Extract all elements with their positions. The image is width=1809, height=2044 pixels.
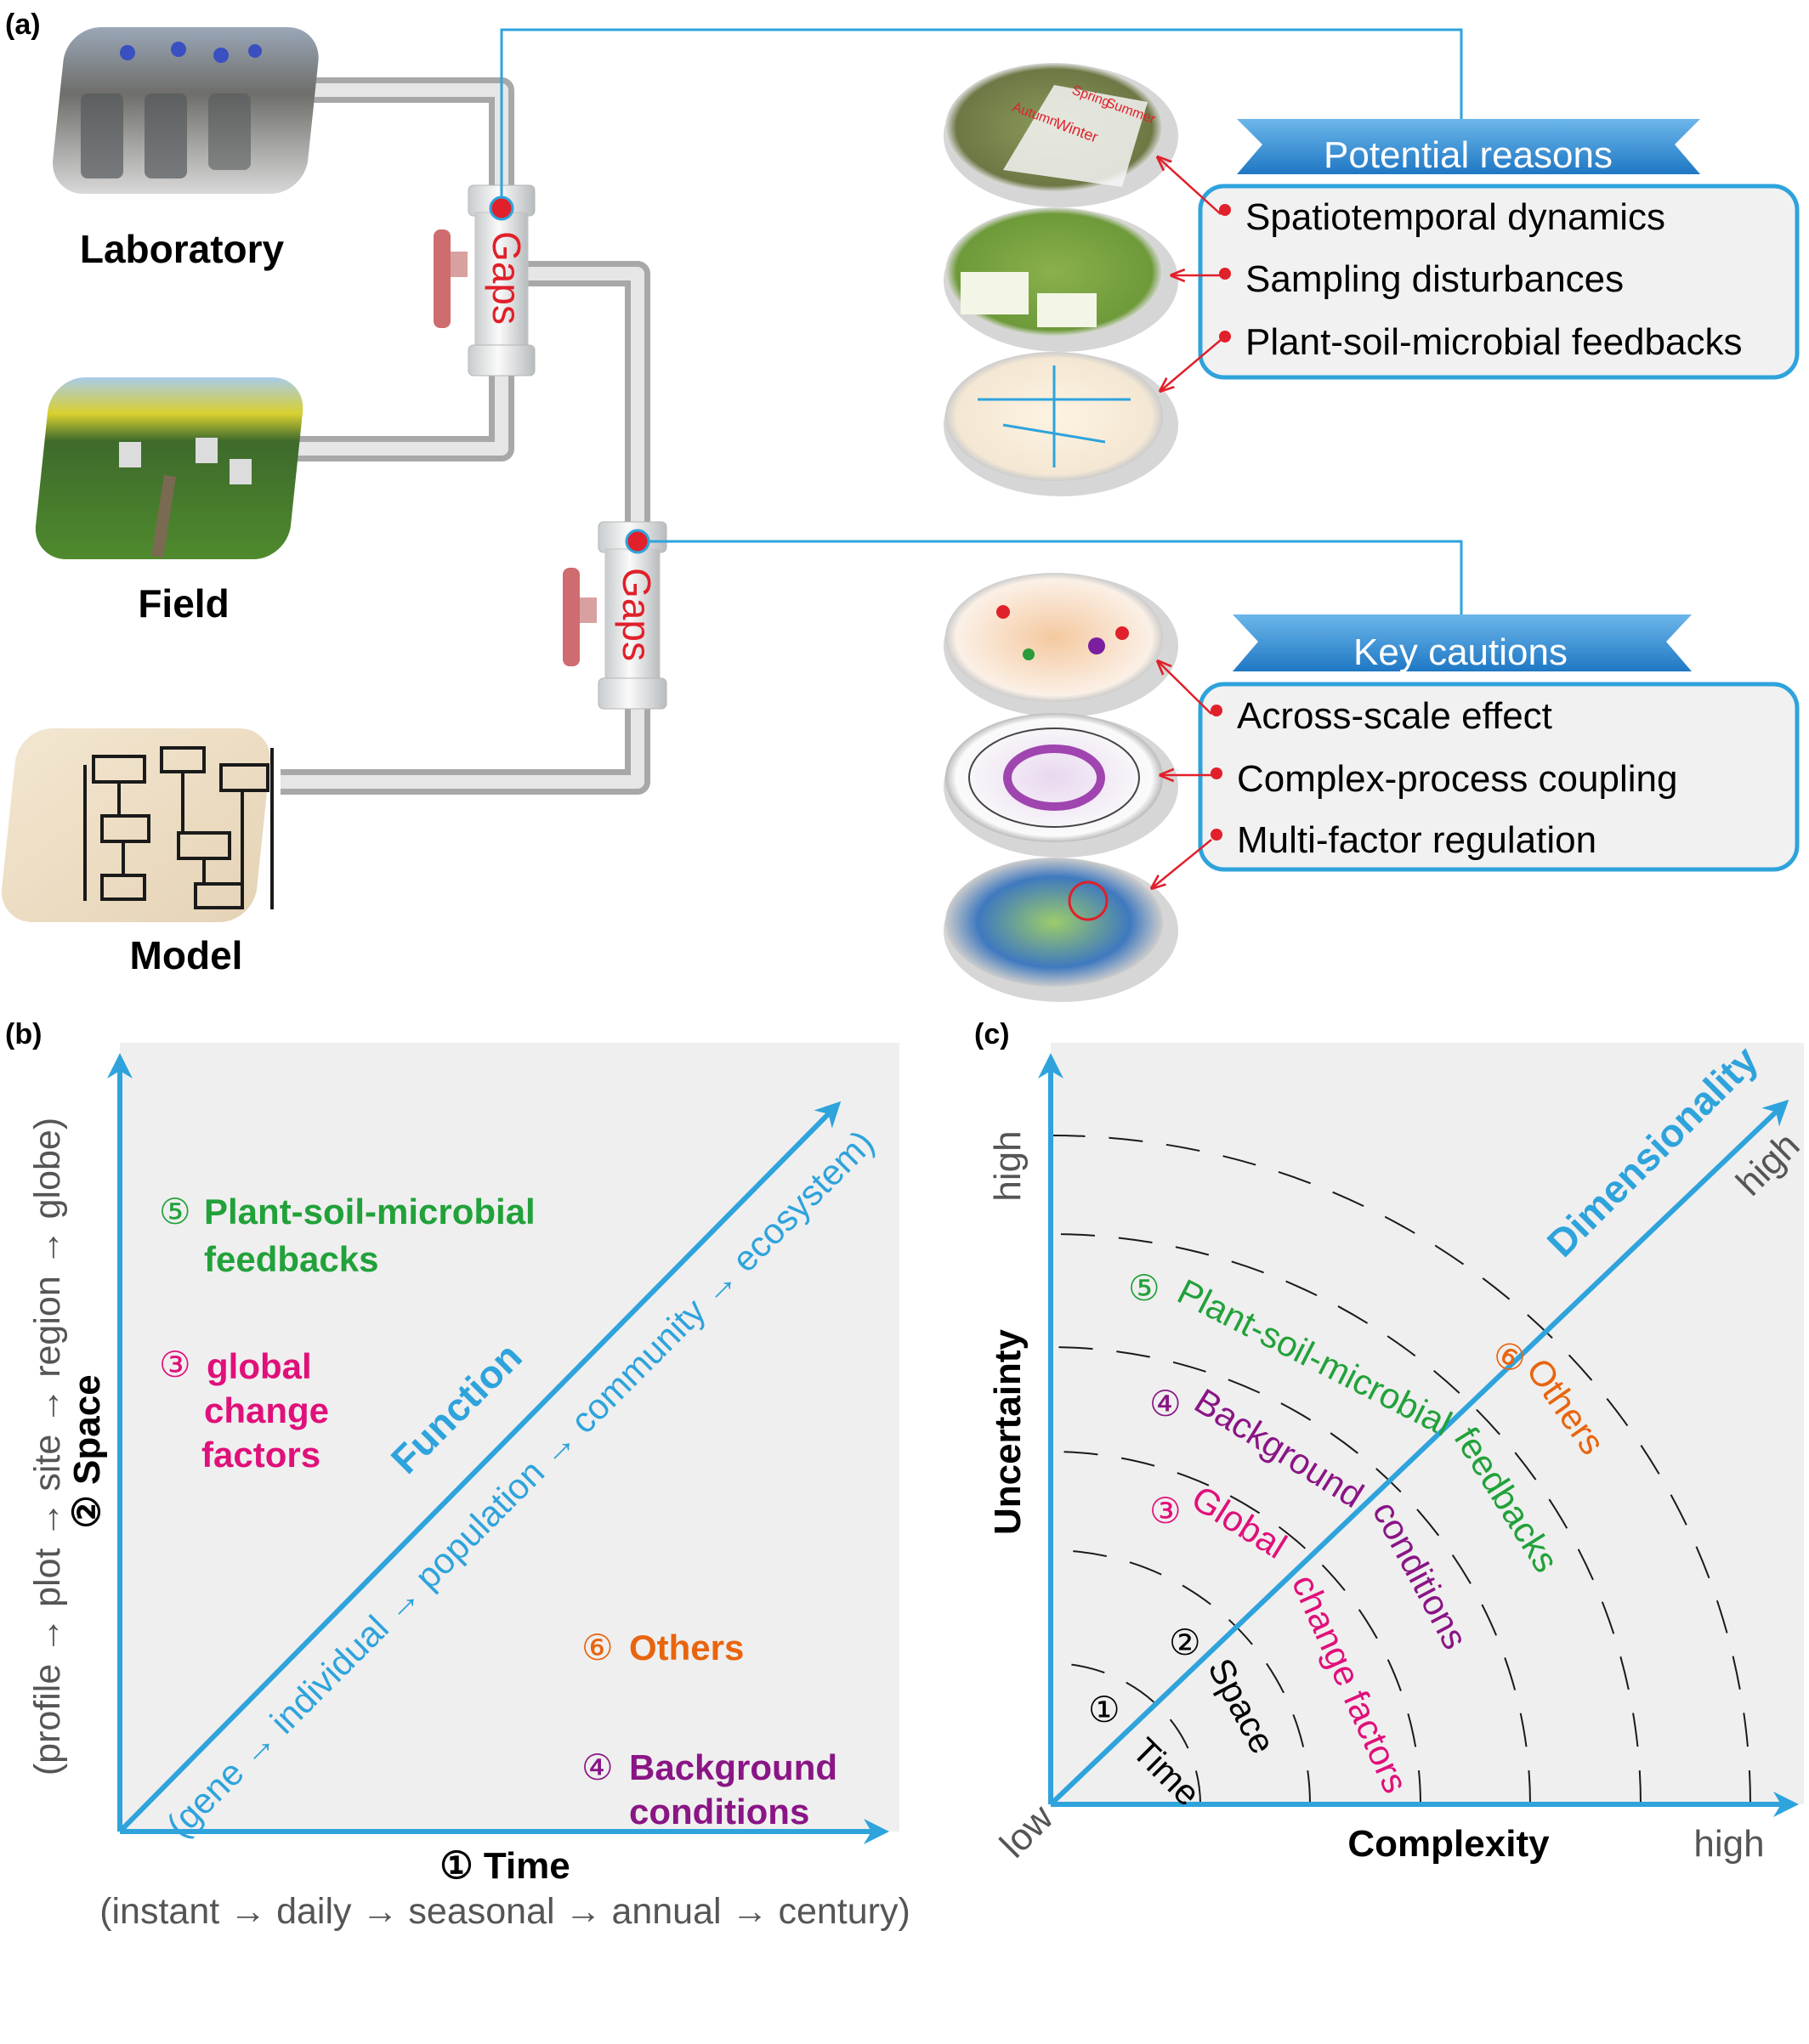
process-coupling-photo: [945, 713, 1163, 842]
reason-item: Spatiotemporal dynamics: [1245, 196, 1665, 238]
model-photo: [1, 728, 274, 922]
svg-text:③: ③: [159, 1345, 191, 1384]
caution-item: Multi-factor regulation: [1237, 819, 1596, 861]
potential-reasons-callout: Potential reasons Spatiotemporal dynamic…: [1158, 119, 1800, 391]
svg-text:Others: Others: [629, 1628, 744, 1667]
uncertainty-high-label: high: [987, 1130, 1029, 1201]
source-label-model: Model: [130, 933, 243, 977]
key-cautions-callout: Key cautions Across-scale effect Complex…: [1152, 614, 1800, 888]
image-discs: Winter Autumn Spring Summer: [944, 63, 1178, 1002]
uncertainty-contour: [1050, 1233, 1642, 1805]
field-photo: [35, 377, 303, 559]
key-cautions-title: Key cautions: [1353, 631, 1568, 673]
gaps-label-lower: Gaps: [615, 568, 659, 661]
function-axis: [117, 1101, 842, 1834]
connector-line-lower: [649, 540, 1463, 619]
uncertainty-contour: [1050, 1662, 1201, 1805]
uncertainty-contour: [1050, 1549, 1311, 1805]
reason-item: Plant-soil-microbial feedbacks: [1245, 321, 1742, 363]
laboratory-photo: [53, 27, 319, 194]
world-map-photo: [945, 573, 1163, 702]
svg-text:conditions: conditions: [629, 1792, 809, 1832]
factor-3-num: ③: [1149, 1491, 1182, 1531]
complexity-axis-title: Complexity: [1347, 1823, 1550, 1865]
complexity-high-label: high: [1693, 1823, 1764, 1865]
svg-text:Plant-soil-microbial: Plant-soil-microbial: [204, 1192, 536, 1231]
panel-a-label: (a): [5, 8, 41, 41]
svg-text:⑥: ⑥: [581, 1628, 614, 1667]
caution-item: Across-scale effect: [1237, 695, 1552, 737]
time-axis-title: ① Time: [439, 1845, 570, 1887]
factor-4-num: ④: [1149, 1384, 1182, 1424]
multi-factor-photo: [945, 858, 1163, 987]
low-label: low: [992, 1797, 1061, 1866]
reason-item: Sampling disturbances: [1245, 258, 1624, 300]
svg-text:④: ④: [581, 1747, 614, 1787]
panel-b: (b) ① Time (instant → daily → seasonal →…: [5, 1018, 910, 1932]
panel-c: (c) Complexity high Uncertainty high low…: [974, 1018, 1807, 1866]
factor-5-num: ⑤: [1128, 1268, 1160, 1308]
red-dot-upper: [489, 195, 514, 221]
factor-3-label: ③ global change factors: [159, 1345, 329, 1475]
factor-1-num: ①: [1088, 1690, 1120, 1730]
space-axis-subtitle: (profile → plot → site → region → globe): [27, 1118, 68, 1775]
red-dot-lower: [625, 529, 650, 554]
time-axis-subtitle: (instant → daily → seasonal → annual → c…: [99, 1891, 910, 1932]
factor-5-label: ⑤ Plant-soil-microbial feedbacks: [159, 1192, 536, 1279]
potential-reasons-title: Potential reasons: [1324, 134, 1613, 176]
svg-text:feedbacks: feedbacks: [204, 1239, 378, 1279]
banner-potential-reasons: [1237, 119, 1700, 174]
svg-text:change: change: [204, 1390, 329, 1430]
uncertainty-axis-title: Uncertainty: [987, 1328, 1029, 1535]
factor-6-label: ⑥ Others: [581, 1628, 744, 1667]
panel-b-label: (b): [5, 1018, 42, 1050]
svg-text:Background: Background: [629, 1747, 837, 1787]
svg-text:global: global: [207, 1346, 312, 1386]
banner-key-cautions: [1233, 614, 1692, 671]
connector-line-upper: [500, 28, 1463, 197]
gaps-valve-upper[interactable]: Gaps: [434, 184, 536, 377]
source-label-laboratory: Laboratory: [80, 227, 285, 271]
uncertainty-contour: [1050, 1451, 1421, 1805]
gaps-valve-lower[interactable]: Gaps: [563, 521, 667, 710]
factor-2-num: ②: [1169, 1622, 1201, 1662]
source-label-field: Field: [138, 581, 229, 626]
svg-text:⑤: ⑤: [159, 1192, 191, 1231]
panel-c-label: (c): [974, 1018, 1010, 1050]
pipes: [281, 77, 650, 795]
caution-item: Complex-process coupling: [1237, 758, 1677, 800]
factor-4-label: ④ Background conditions: [581, 1747, 837, 1832]
space-axis-title: ② Space: [66, 1374, 108, 1528]
gaps-label-upper: Gaps: [485, 231, 529, 325]
panel-a: (a) Laboratory Field: [1, 8, 1800, 1002]
svg-text:factors: factors: [201, 1435, 320, 1475]
dimensionality-axis: [1048, 1099, 1789, 1807]
